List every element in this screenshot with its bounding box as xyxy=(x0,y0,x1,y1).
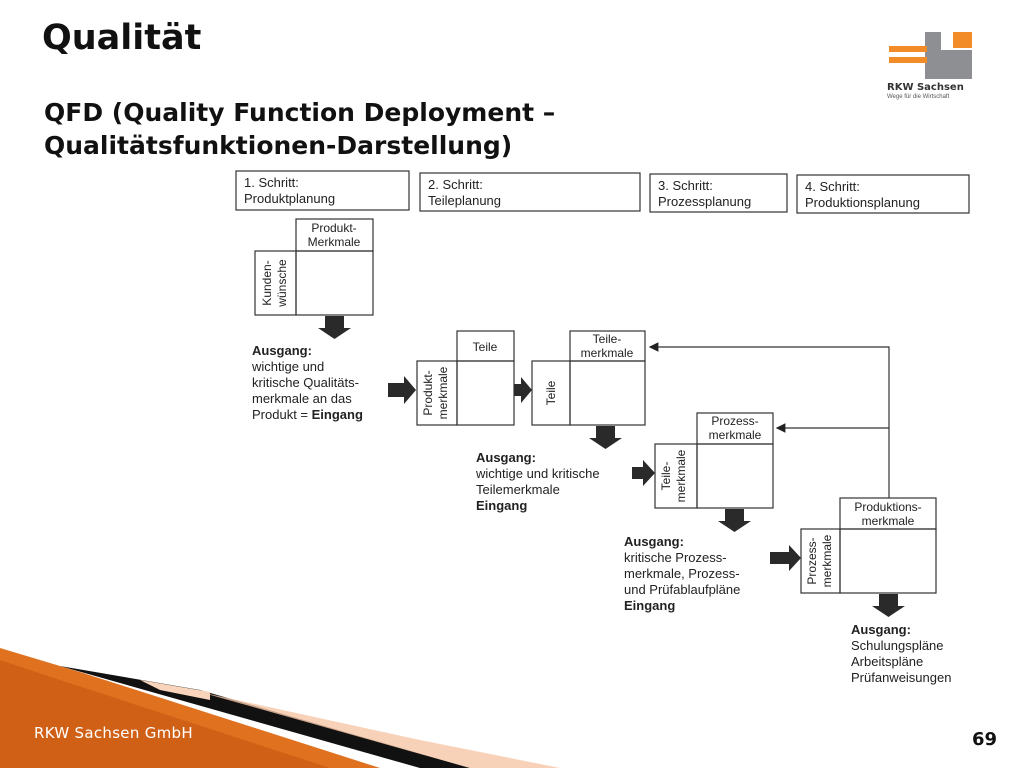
output-3-line-3: und Prüfablaufpläne xyxy=(624,582,740,597)
output-3-last: Eingang xyxy=(624,598,675,613)
step-2-line2: Teileplanung xyxy=(428,193,501,208)
rkw-logo-icon xyxy=(889,32,972,79)
output-4-head: Ausgang: xyxy=(851,622,911,637)
matrix-5-top-2: merkmale xyxy=(862,514,915,528)
output-4-line-3: Prüfanweisungen xyxy=(851,670,951,685)
slide-subtitle: QFD (Quality Function Deployment – Quali… xyxy=(44,96,555,162)
output-1-line-4: Produkt = Eingang xyxy=(252,407,363,422)
matrix-4-side-1: Teile- xyxy=(659,462,673,491)
step-box-4 xyxy=(796,174,970,214)
matrix-1-side-2: wünsche xyxy=(275,259,289,308)
footer-company: RKW Sachsen GmbH xyxy=(34,724,193,742)
step-1-line1: 1. Schritt: xyxy=(244,175,299,190)
footer-decoration xyxy=(0,648,560,768)
subtitle-line-2: Qualitätsfunktionen-Darstellung) xyxy=(44,131,513,160)
matrix-3-top-1: Teile- xyxy=(593,332,622,346)
step-4-line2: Produktionsplanung xyxy=(805,195,920,210)
output-2-head: Ausgang: xyxy=(476,450,536,465)
step-3-line1: 3. Schritt: xyxy=(658,178,713,193)
matrix-4-top-2: merkmale xyxy=(709,428,762,442)
matrix-2-top-1: Teile xyxy=(473,340,498,354)
output-1-line-2: kritische Qualitäts- xyxy=(252,375,359,390)
step-1-line2: Produktplanung xyxy=(244,191,335,206)
step-2-line1: 2. Schritt: xyxy=(428,177,483,192)
matrix-5-side-2: merkmale xyxy=(820,534,834,587)
slide-title: Qualität xyxy=(42,18,202,58)
logo-tagline: Wege für die Wirtschaft xyxy=(887,94,950,100)
matrix-4-top-1: Prozess- xyxy=(711,414,758,428)
output-3-line-1: kritische Prozess- xyxy=(624,550,727,565)
step-box-2 xyxy=(419,172,641,212)
matrix-2-side-2: merkmale xyxy=(436,366,450,419)
step-box-3 xyxy=(649,173,788,213)
output-3-head: Ausgang: xyxy=(624,534,684,549)
matrix-3-top-2: merkmale xyxy=(581,346,634,360)
output-2-last: Eingang xyxy=(476,498,527,513)
output-1-line-3: merkmale an das xyxy=(252,391,352,406)
matrix-5-side-1: Prozess- xyxy=(805,537,819,584)
flow-arrows xyxy=(318,316,905,617)
output-4-line-1: Schulungspläne xyxy=(851,638,944,653)
matrix-4-side-2: merkmale xyxy=(674,449,688,502)
output-2-line-2: Teilemerkmale xyxy=(476,482,560,497)
matrix-1-top-1: Produkt- xyxy=(311,221,356,235)
page-number: 69 xyxy=(972,729,998,750)
matrix-2-side-1: Produkt- xyxy=(421,370,435,415)
matrix-3-side-1: Teile xyxy=(544,380,558,405)
output-2-line-1: wichtige und kritische xyxy=(475,466,600,481)
matrix-5-top-1: Produktions- xyxy=(854,500,921,514)
subtitle-line-1: QFD (Quality Function Deployment – xyxy=(44,98,556,127)
step-3-line2: Prozessplanung xyxy=(658,194,751,209)
logo-name: RKW Sachsen xyxy=(887,82,964,93)
output-4-line-2: Arbeitspläne xyxy=(851,654,923,669)
step-4-line1: 4. Schritt: xyxy=(805,179,860,194)
output-1-head: Ausgang: xyxy=(252,343,312,358)
matrix-1-top-2: Merkmale xyxy=(308,235,361,249)
step-box-1 xyxy=(235,170,410,211)
matrix-1-side-1: Kunden- xyxy=(260,260,274,305)
output-3-line-2: merkmale, Prozess- xyxy=(624,566,740,581)
output-1-line-1: wichtige und xyxy=(251,359,324,374)
